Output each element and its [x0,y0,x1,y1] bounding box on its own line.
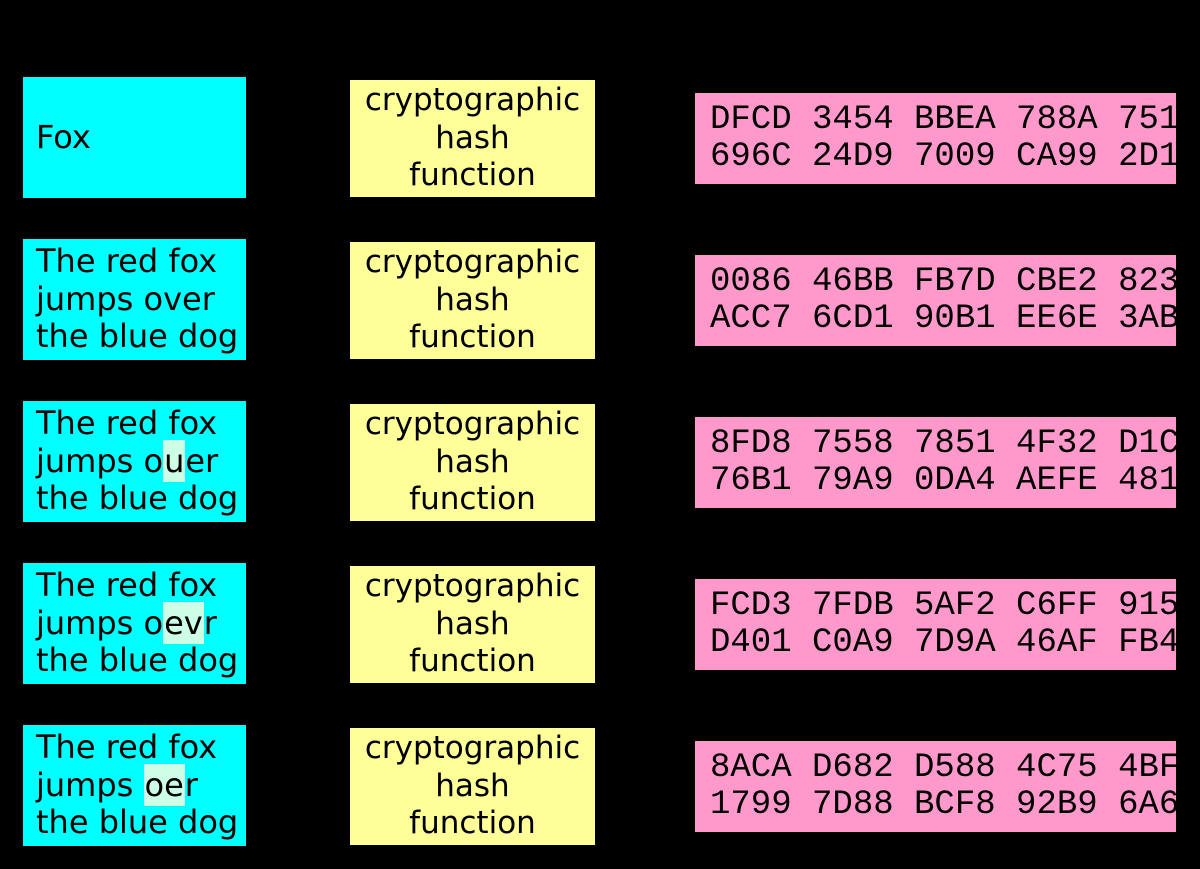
hash-function-label: cryptographic [364,568,581,605]
arrow-input-to-hash [248,622,340,625]
input-text: jumps over [36,279,215,318]
input-text-line: jumps oevr [36,601,246,644]
digest-hex-line: 0086 46BB FB7D CBE2 823C [710,262,1178,301]
input-text-line: the blue dog [36,480,246,518]
input-text-line: jumps over [36,279,246,319]
hash-function-label: hash [435,119,510,156]
digest-hex-line: 8FD8 7558 7851 4F32 D1C6 [710,424,1178,463]
input-text: The red fox [36,242,218,281]
arrow-hash-to-digest [597,784,685,787]
arrow-hash-to-digest [597,298,685,301]
input-text-line: jumps oer [36,763,246,806]
changed-text-highlight: oe [143,763,185,806]
hash-function-label: hash [435,605,510,642]
input-text: jumps [36,765,144,804]
hash-function-label: function [409,805,536,842]
hash-function-label: cryptographic [364,406,581,443]
input-text: The red fox [36,404,218,443]
digest-hex-line: ACC7 6CD1 90B1 EE6E 3ABC [710,299,1178,338]
hash-function-label: cryptographic [364,82,581,119]
input-text-line: the blue dog [36,804,246,842]
input-text: the blue dog [36,317,239,356]
input-text: The red fox [36,728,218,767]
digest-hex-line: DFCD 3454 BBEA 788A 751A [710,100,1178,139]
digest-hex-line: 76B1 79A9 0DA4 AEFE 4819 [710,461,1178,500]
arrow-input-to-hash [248,784,340,787]
input-text-line: The red fox [36,405,246,443]
input-box: Fox [21,75,248,200]
digest-hex-line: 8ACA D682 D588 4C75 4BF4 [710,748,1178,787]
arrow-input-to-hash [248,460,340,463]
digest-hex-line: 696C 24D9 7009 CA99 2D17 [710,137,1178,176]
changed-text-highlight: u [163,439,186,482]
arrow-hash-to-digest [597,460,685,463]
input-text-line: the blue dog [36,642,246,680]
input-text-line: Fox [36,117,246,157]
input-text: the blue dog [36,479,239,518]
input-text-line: The red fox [36,243,246,281]
hash-function-label: function [409,481,536,518]
digest-hex-line: FCD3 7FDB 5AF2 C6FF 915F [710,586,1178,625]
input-text: jumps o [36,603,164,642]
hash-function-label: function [409,643,536,680]
arrow-input-to-hash [248,136,340,139]
input-text: the blue dog [36,641,239,680]
input-text: jumps o [36,441,164,480]
hash-function-label: hash [435,281,510,318]
input-text: er [185,441,219,480]
digest-hex-line: D401 C0A9 7D9A 46AF FB45 [710,623,1178,662]
changed-text-highlight: ev [163,601,204,644]
input-text: The red fox [36,566,218,605]
hash-function-label: function [409,157,536,194]
arrow-input-to-hash [248,298,340,301]
input-text: r [203,603,217,642]
hash-function-label: cryptographic [364,730,581,767]
hash-function-label: hash [435,443,510,480]
arrow-hash-to-digest [597,622,685,625]
arrow-hash-to-digest [597,136,685,139]
hash-function-label: cryptographic [364,244,581,281]
input-text-line: the blue dog [36,318,246,356]
hash-function-label: function [409,319,536,356]
input-text-line: jumps ouer [36,439,246,482]
input-text: r [184,765,198,804]
input-text-line: The red fox [36,729,246,767]
hash-function-label: hash [435,767,510,804]
input-text-line: The red fox [36,567,246,605]
input-text: Fox [36,117,91,156]
digest-hex-line: 1799 7D88 BCF8 92B9 6A6C [710,785,1178,824]
input-text: the blue dog [36,803,239,842]
